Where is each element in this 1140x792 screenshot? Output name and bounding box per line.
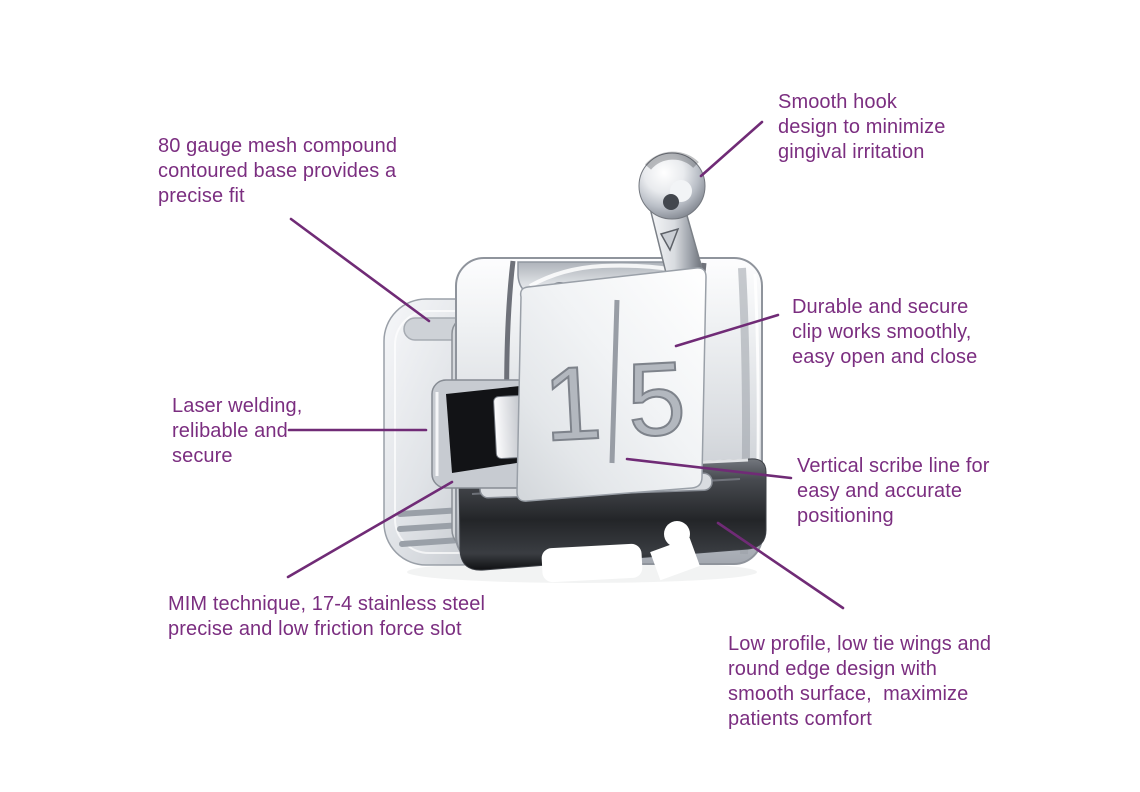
- leader-line-mim-slot: [286, 480, 454, 579]
- annotation-laser-welding: Laser welding, relibable and secure: [172, 395, 303, 467]
- leader-line-smooth-hook: [699, 120, 764, 178]
- annotation-mim-slot: MIM technique, 17-4 stainless steel prec…: [168, 593, 485, 640]
- leader-lines: [286, 120, 845, 610]
- leader-line-low-profile: [716, 521, 845, 610]
- vertical-scribe-line: [609, 299, 620, 464]
- archwire-slot: [431, 379, 535, 489]
- annotation-smooth-hook: Smooth hook design to minimize gingival …: [778, 91, 946, 163]
- annotation-scribe-line: Vertical scribe line for easy and accura…: [797, 455, 990, 527]
- ball-hook: [638, 151, 706, 282]
- leader-line-mesh-base: [289, 217, 431, 323]
- clip-face: 15: [516, 267, 715, 502]
- annotation-mesh-base: 80 gauge mesh compound contoured base pr…: [158, 135, 398, 207]
- bracket-illustration: 15: [383, 151, 767, 583]
- leader-line-scribe-line: [625, 457, 793, 480]
- annotation-low-profile: Low profile, low tie wings and round edg…: [728, 633, 992, 730]
- leader-line-durable-clip: [674, 313, 780, 348]
- tooth-number-engraving: 15: [541, 339, 715, 464]
- annotation-durable-clip: Durable and secure clip works smoothly, …: [792, 296, 978, 368]
